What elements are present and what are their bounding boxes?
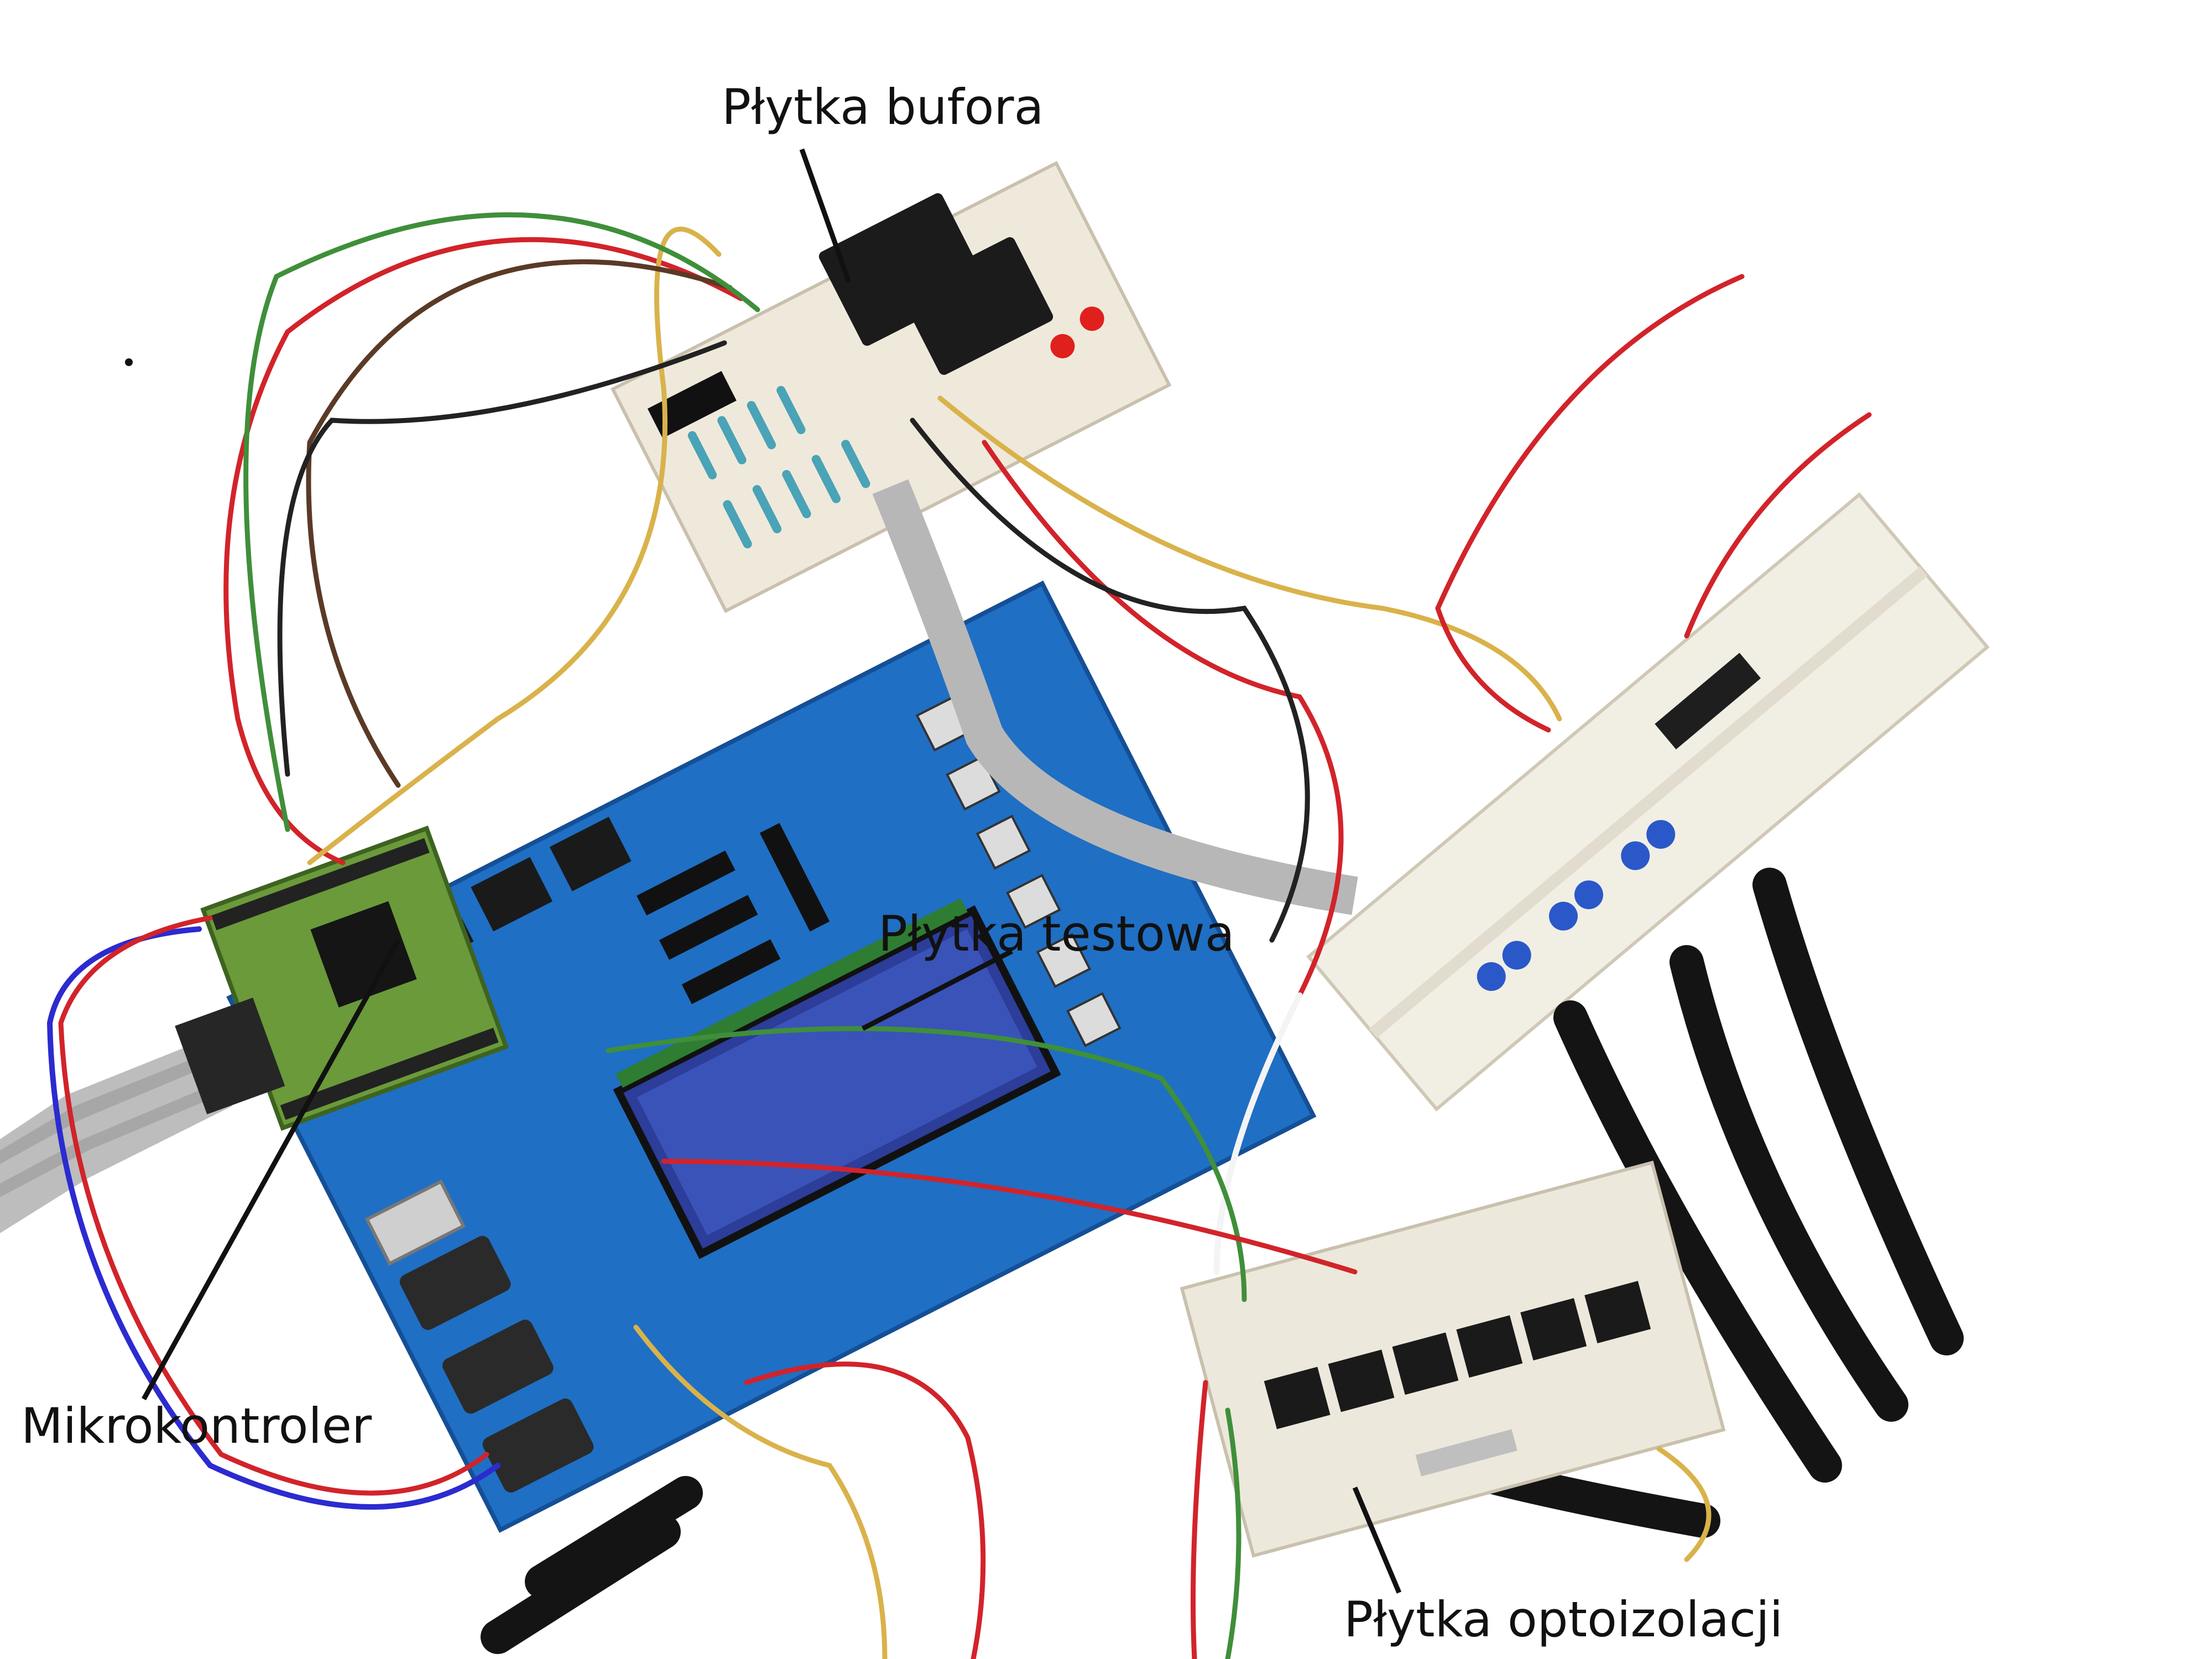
db9-connectors [399, 1235, 594, 1493]
pin-headers [637, 823, 830, 1004]
buffer-board [611, 161, 1172, 613]
leader-line-opto [1352, 1486, 1402, 1594]
leader-line-micro [142, 938, 400, 1401]
microcontroller-label: Mikrokontroler [21, 1397, 372, 1454]
lcd-header-strip [615, 898, 968, 1088]
leader-line-test [861, 949, 1014, 1031]
wires [46, 212, 1872, 1659]
test-board [226, 580, 1317, 1533]
mcu-chip [310, 901, 417, 1008]
leader-lines [142, 148, 1402, 1594]
microcontroller-module [175, 825, 509, 1131]
usb-connector [364, 1179, 466, 1266]
relays [818, 193, 1053, 375]
ethernet-jack [175, 997, 285, 1115]
optocouplers [1264, 1281, 1651, 1430]
black-cables [481, 868, 1964, 1654]
leader-line-buffer [799, 148, 852, 283]
stray-dot [125, 358, 133, 366]
test-board-label: Płytka testowa [878, 905, 1235, 962]
ribbon-cable-left [0, 1040, 232, 1233]
ic-socket [1655, 653, 1761, 750]
red-leds [1050, 306, 1104, 359]
buffer-board-label: Płytka bufora [722, 79, 1044, 135]
opto-connector [1415, 1429, 1517, 1477]
breadboard [1306, 492, 1990, 1112]
resistors [687, 385, 870, 549]
ribbon-cable-middle [872, 479, 1358, 915]
buffer-header [647, 371, 737, 439]
blue-terminals [1477, 820, 1676, 991]
optoisolation-board-label: Płytka optoizolacji [1344, 1591, 1783, 1648]
